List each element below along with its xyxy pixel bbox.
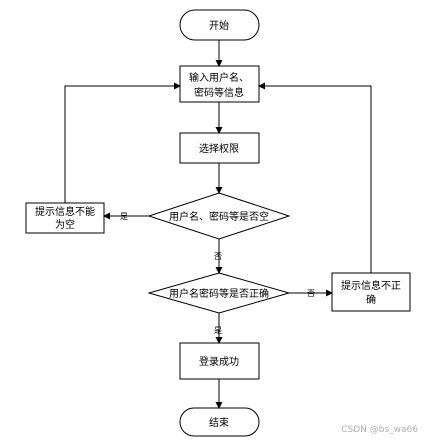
select-permission-box: 选择权限	[179, 132, 260, 164]
edge-label-empty-no: 否	[214, 252, 222, 261]
arrow-prompt-empty-back-to-input	[64, 82, 181, 203]
correct-check-decision: 用户名密码等是否正确	[147, 272, 291, 314]
arrow-prompt-wrong-back-to-input	[258, 82, 372, 273]
prompt-wrong-label-line2: 确	[366, 293, 376, 306]
start-label: 开始	[209, 19, 229, 32]
prompt-empty-label-line1: 提示信息不能	[35, 205, 95, 218]
prompt-empty-label-line2: 为空	[55, 218, 75, 231]
input-credentials-label-line2: 密码等信息	[194, 86, 244, 99]
edge-label-empty-yes: 是	[120, 212, 128, 221]
input-credentials-label-line1: 输入用户名、	[189, 71, 249, 84]
prompt-wrong-box: 提示信息不正 确	[331, 272, 411, 312]
login-success-box: 登录成功	[179, 342, 260, 380]
correct-check-label: 用户名密码等是否正确	[169, 287, 269, 300]
prompt-wrong-label-line1: 提示信息不正	[341, 279, 401, 292]
start-terminal: 开始	[179, 9, 260, 41]
input-credentials-box: 输入用户名、 密码等信息	[179, 65, 260, 103]
prompt-empty-box: 提示信息不能 为空	[25, 202, 105, 234]
edge-label-correct-yes: 是	[214, 326, 222, 335]
empty-check-label: 用户名、密码等是否空	[169, 210, 269, 223]
end-terminal: 结束	[179, 407, 260, 437]
login-success-label: 登录成功	[199, 355, 239, 368]
end-label: 结束	[209, 416, 229, 429]
select-permission-label: 选择权限	[199, 142, 239, 155]
empty-check-decision: 用户名、密码等是否空	[147, 192, 291, 240]
edge-label-correct-no: 否	[307, 289, 315, 298]
watermark: CSDN @bs_wa66	[341, 425, 418, 435]
